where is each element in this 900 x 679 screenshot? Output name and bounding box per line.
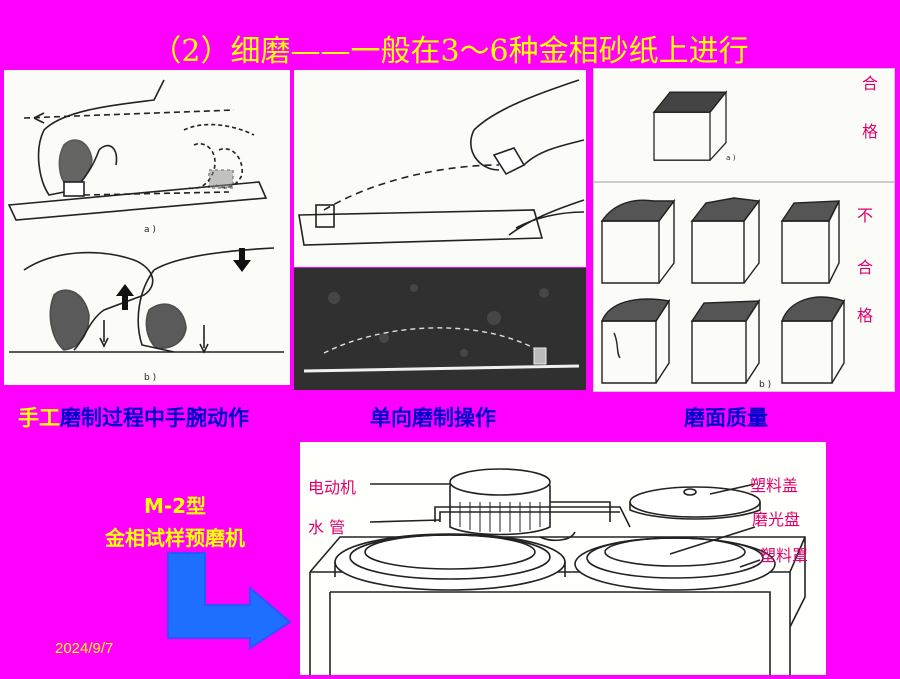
hand-upper: [470, 79, 585, 171]
caption-hand-motion: 手工磨制过程中手腕动作: [18, 402, 249, 432]
caption-hand-motion-prefix: 手工: [18, 406, 60, 430]
fail-block-4: [600, 298, 671, 384]
leader-shield: [739, 559, 761, 568]
caption-one-way: 单向磨制操作: [370, 406, 496, 430]
hand-motion-figure: a ) b ): [4, 70, 290, 385]
pregrinder-machine-figure: 电动机 水 管 塑料盖 磨光盘 塑料罩: [300, 442, 826, 675]
one-way-drawing: [298, 79, 585, 246]
label-fail-1: 不: [857, 206, 874, 225]
slide-date: 2024/9/7: [55, 640, 114, 657]
left-hand: [37, 79, 165, 196]
plastic-cover: [629, 486, 761, 518]
surface-line: [303, 364, 580, 373]
label-pass-1: 合: [862, 74, 879, 93]
fail-block-1: [600, 198, 676, 284]
fig-mark-b: b ): [144, 373, 156, 383]
motion-arrow-top: [23, 109, 235, 119]
label-fail-3: 格: [857, 306, 874, 325]
specimen-start: [315, 204, 335, 228]
machine-model: M-2型: [143, 494, 207, 518]
hand-lower: [508, 199, 585, 236]
front-panel: [329, 591, 771, 675]
sandpaper-strip: [7, 181, 268, 221]
label-motor: 电动机: [308, 478, 357, 497]
quality-mark-a: a ): [726, 153, 736, 162]
label-plastic-shield: 塑料罩: [760, 546, 809, 565]
leader-cover: [709, 483, 756, 495]
label-water-pipe: 水 管: [308, 518, 346, 537]
pass-front-face: [653, 111, 711, 161]
return-path: [323, 164, 500, 211]
quality-mark-b: b ): [759, 380, 771, 390]
hand-bottom-left: [23, 251, 154, 351]
hand-motion-drawing: a ) b ): [7, 79, 284, 383]
specimen-block: [533, 347, 547, 365]
one-way-figure-bottom: [294, 268, 586, 390]
quality-fail-figure: b ) 不 合 格: [593, 182, 895, 392]
fail-block-6: [781, 296, 846, 384]
caption-surface-quality: 磨面质量: [684, 406, 768, 430]
leader-pipe: [369, 519, 441, 523]
trajectory-line: [323, 327, 535, 354]
label-pass-2: 格: [862, 122, 879, 141]
quality-pass-figure: a ) 合 格: [593, 68, 895, 182]
label-polishing-disk: 磨光盘: [752, 510, 801, 529]
valve: [539, 531, 576, 542]
leader-disk: [669, 526, 756, 555]
caption-hand-motion-rest: 磨制过程中手腕动作: [60, 406, 249, 430]
fail-block-5: [690, 298, 761, 384]
one-way-figure-top: [294, 70, 586, 267]
grinding-paper: [298, 209, 544, 246]
pointing-arrow: [167, 552, 292, 650]
machine-name: 金相试样预磨机: [105, 526, 245, 550]
fail-block-2: [690, 197, 761, 284]
label-fail-2: 合: [857, 258, 874, 277]
arrow-shape: [167, 552, 292, 650]
pass-top-face: [652, 91, 728, 113]
fail-block-3: [780, 200, 841, 284]
pass-block-drawing: a ): [652, 90, 736, 162]
fig-mark-a: a ): [144, 225, 156, 235]
water-pipe: [434, 506, 631, 528]
fail-blocks-drawing: b ): [600, 197, 846, 390]
one-way-photo: [294, 268, 586, 390]
label-plastic-cover: 塑料盖: [750, 476, 799, 495]
machine-drawing: [309, 468, 806, 675]
left-disk: [334, 533, 566, 591]
slide-title: （2）细磨——一般在3～6种金相砂纸上进行: [151, 34, 749, 69]
hand-bottom-right: [137, 247, 275, 353]
right-hand-ghost: [183, 123, 255, 190]
